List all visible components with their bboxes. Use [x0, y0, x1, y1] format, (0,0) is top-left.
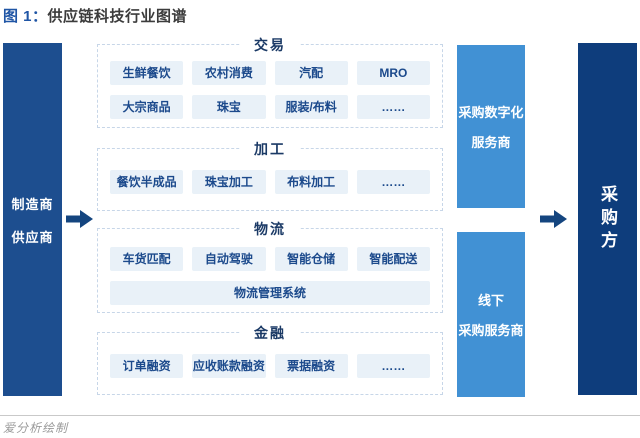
footer-divider — [0, 415, 640, 416]
offline-procurement-bar: 线下 采购服务商 — [457, 232, 525, 397]
chip-bill-financing: 票据融资 — [274, 353, 348, 378]
chip-jewelry-processing: 珠宝加工 — [192, 169, 266, 194]
offline-procurement-line2: 采购服务商 — [458, 323, 524, 338]
purchaser-bar: 采购方 — [578, 43, 637, 395]
supplier-bar-line2: 供应商 — [11, 229, 54, 245]
chip-rural-consumption: 农村消费 — [192, 61, 266, 85]
chip-fabric-processing: 布料加工 — [274, 169, 348, 194]
section-trade-title: 交易 — [240, 35, 300, 55]
procurement-digitization-bar: 采购数字化 服务商 — [457, 45, 525, 208]
chip-logistics-management-system: 物流管理系统 — [110, 280, 430, 305]
chip-row: 车货匹配 自动驾驶 智能仓储 智能配送 — [110, 246, 430, 271]
industry-map: 交易 生鲜餐饮 农村消费 汽配 MRO 大宗商品 珠宝 服装/布料 …… 加工 … — [97, 35, 445, 395]
chip-bulk-commodities: 大宗商品 — [110, 95, 184, 119]
right-arrow-icon — [540, 208, 568, 230]
chip-row: 餐饮半成品 珠宝加工 布料加工 …… — [110, 169, 430, 194]
section-trade: 交易 生鲜餐饮 农村消费 汽配 MRO 大宗商品 珠宝 服装/布料 …… — [97, 35, 443, 128]
section-processing-title: 加工 — [240, 139, 300, 159]
offline-procurement-line1: 线下 — [477, 293, 504, 308]
chip-row: 生鲜餐饮 农村消费 汽配 MRO — [110, 61, 430, 85]
section-processing: 加工 餐饮半成品 珠宝加工 布料加工 …… — [97, 139, 443, 211]
chip-row: 物流管理系统 — [110, 280, 430, 305]
chip-row: 大宗商品 珠宝 服装/布料 …… — [110, 95, 430, 119]
chip-auto-parts: 汽配 — [274, 61, 348, 85]
chip-apparel-fabric: 服装/布料 — [274, 95, 348, 119]
credit-text: 爱分析绘制 — [3, 421, 69, 435]
supplier-bar-line1: 制造商 — [11, 196, 54, 212]
chip-row: 订单融资 应收账款融资 票据融资 …… — [110, 353, 430, 378]
procurement-digitization-line1: 采购数字化 — [458, 105, 524, 120]
figure-number: 图 1： — [3, 8, 48, 25]
chip-order-financing: 订单融资 — [110, 353, 184, 378]
chip-smart-delivery: 智能配送 — [356, 246, 430, 271]
section-finance-title: 金融 — [240, 323, 300, 343]
chip-truck-cargo-matching: 车货匹配 — [110, 246, 184, 271]
purchaser-bar-label: 采购方 — [598, 184, 617, 254]
chip-jewelry: 珠宝 — [192, 95, 266, 119]
chip-smart-warehousing: 智能仓储 — [274, 246, 348, 271]
chip-fresh-food: 生鲜餐饮 — [110, 61, 184, 85]
section-finance: 金融 订单融资 应收账款融资 票据融资 …… — [97, 323, 443, 395]
supplier-bar: 制造商 供应商 — [3, 43, 62, 396]
section-logistics-title: 物流 — [240, 219, 300, 239]
chip-autonomous-driving: 自动驾驶 — [192, 246, 266, 271]
figure-title-text: 供应链科技行业图谱 — [47, 8, 188, 25]
section-logistics: 物流 车货匹配 自动驾驶 智能仓储 智能配送 物流管理系统 — [97, 219, 443, 313]
chip-ellipsis: …… — [356, 95, 430, 119]
chip-ellipsis: …… — [356, 169, 430, 194]
chip-mro: MRO — [356, 61, 430, 85]
chip-receivables-financing: 应收账款融资 — [192, 353, 266, 378]
figure-title: 图 1：供应链科技行业图谱 — [3, 5, 187, 26]
right-arrow-icon — [66, 208, 94, 230]
chip-semi-prepared-food: 餐饮半成品 — [110, 169, 184, 194]
chip-ellipsis: …… — [356, 353, 430, 378]
procurement-digitization-line2: 服务商 — [471, 135, 511, 150]
